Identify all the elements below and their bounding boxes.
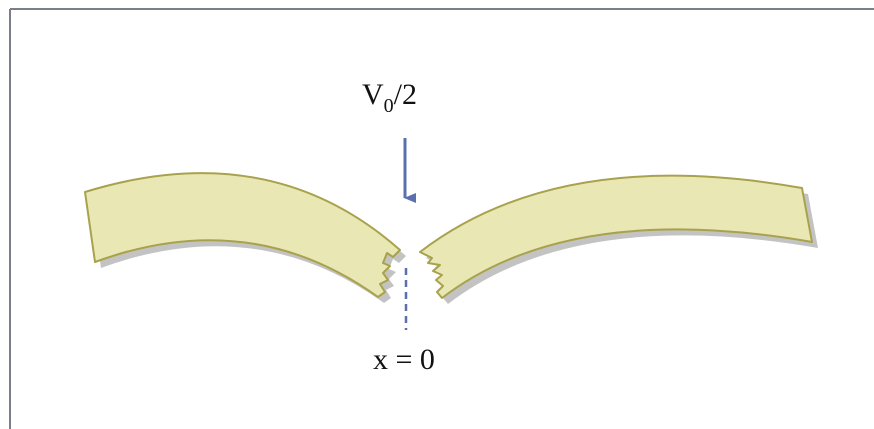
force-label: V0/2 [362,78,417,117]
force-label-main: V [362,78,384,111]
left-beam [84,172,401,298]
force-label-subscript: 0 [384,95,394,117]
position-label: x = 0 [373,343,435,376]
right-beam [419,174,813,299]
right-beam-fragment [419,174,818,304]
force-label-suffix: /2 [394,78,417,111]
left-beam-fragment [84,172,406,303]
